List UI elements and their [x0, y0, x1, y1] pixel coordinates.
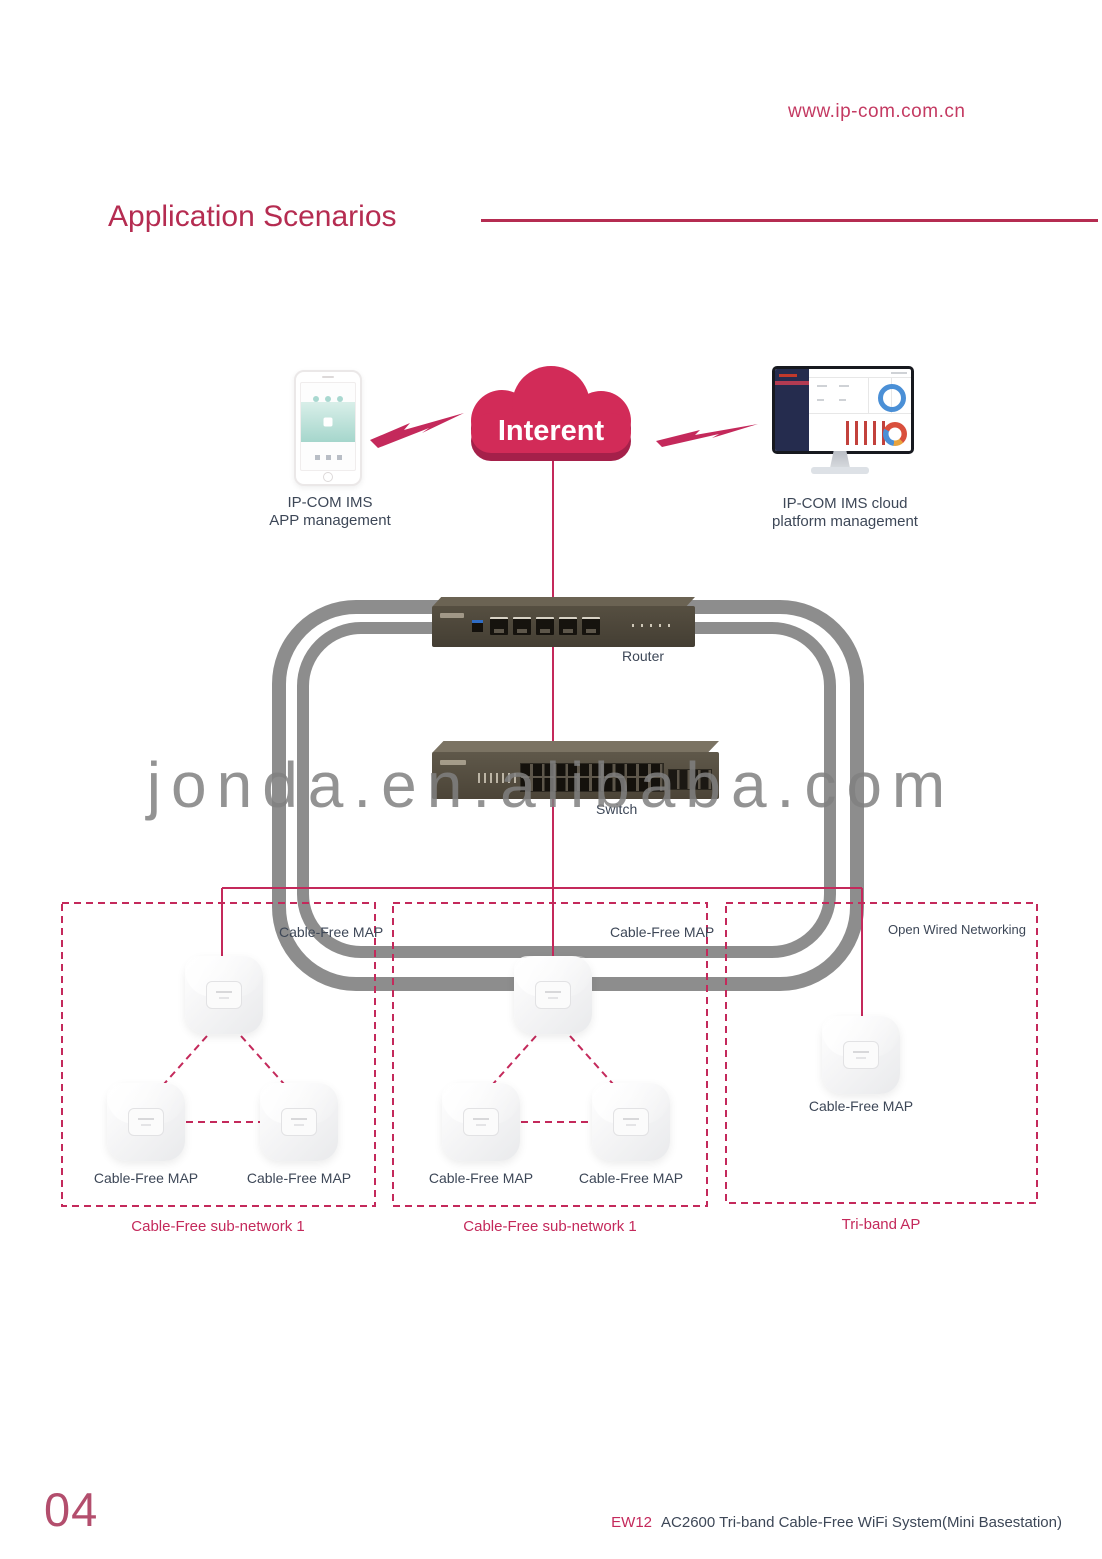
internet-cloud: Interent [471, 366, 631, 461]
monitor-screen [775, 369, 911, 451]
ap-label-plate [128, 1108, 164, 1136]
app-management-line1: IP-COM IMS [287, 494, 373, 511]
phone-main-panel [301, 402, 355, 442]
subnetwork-2-caption: Cable-Free sub-network 1 [463, 1218, 637, 1235]
page-title: Application Scenarios [108, 200, 397, 233]
lightning-bolt-left-icon [370, 413, 464, 448]
platform-management-line2: platform management [772, 513, 918, 530]
watermark-frame-outer [272, 600, 864, 991]
phone-toolbar-icons [301, 447, 355, 465]
cloud-body [471, 366, 631, 453]
dashboard-logo [779, 374, 797, 377]
subnetwork-box-1 [61, 902, 376, 1207]
ap-label-plate [613, 1108, 649, 1136]
phone-app-icons [301, 389, 355, 402]
subnetwork-2-header: Cable-Free MAP [610, 924, 715, 940]
phone-speaker [322, 376, 334, 378]
switch-device [432, 741, 719, 801]
subnetwork-box-2 [392, 902, 708, 1207]
footer-page-number: 04 [44, 1483, 99, 1536]
dashboard-sidebar [775, 369, 809, 451]
switch-front-panel [432, 752, 719, 799]
ap-device [185, 956, 263, 1034]
ap-label-plate [281, 1108, 317, 1136]
ap-device [514, 956, 592, 1034]
platform-management-line1: IP-COM IMS cloud [782, 495, 908, 512]
ap-label-plate [535, 981, 571, 1009]
app-management-label: IP-COM IMS APP management [269, 494, 390, 530]
watermark-frame-inner [297, 622, 836, 958]
ap-label: Cable-Free MAP [428, 1170, 534, 1186]
ap-label: Cable-Free MAP [246, 1170, 352, 1186]
router-logo [440, 613, 464, 618]
switch-logo [440, 760, 466, 765]
monitor-stand-base [811, 467, 869, 474]
cloud-label: Interent [498, 415, 605, 447]
ap-device [260, 1083, 338, 1161]
router-front-panel [432, 606, 695, 647]
subnetwork-3-caption: Tri-band AP [841, 1216, 921, 1233]
phone-device-icon [323, 417, 333, 427]
footer-product: AC2600 Tri-band Cable-Free WiFi System(M… [661, 1514, 1062, 1531]
dashboard-main [809, 369, 911, 451]
footer-model: EW12 [611, 1514, 653, 1531]
sfp-port-block [668, 769, 712, 790]
ethernet-port [582, 617, 600, 635]
ethernet-port-block [520, 763, 664, 792]
app-management-line2: APP management [269, 512, 391, 529]
subnetwork-3-header: Open Wired Networking [888, 922, 1026, 937]
router-label: Router [622, 648, 665, 664]
mesh-link [240, 1035, 285, 1085]
monitor-bezel [772, 366, 914, 454]
ap-label-plate [463, 1108, 499, 1136]
ap-label: Cable-Free MAP [93, 1170, 199, 1186]
subnetwork-1-header: Cable-Free MAP [279, 924, 384, 940]
ethernet-port [490, 617, 508, 635]
phone-home-button [323, 472, 333, 482]
header-url[interactable]: www.ip-com.com.cn [788, 101, 966, 122]
led-indicators [632, 624, 676, 627]
mesh-link [492, 1035, 537, 1085]
monitor-stand-neck [830, 451, 850, 468]
switch-top-panel [432, 741, 719, 753]
donut-chart-blue [878, 384, 906, 412]
ap-device [442, 1083, 520, 1161]
ap-label-plate [843, 1041, 879, 1069]
mesh-link [163, 1035, 208, 1085]
phone-screen [300, 382, 356, 471]
ap-device [592, 1083, 670, 1161]
platform-management-label: IP-COM IMS cloud platform management [772, 495, 918, 531]
ap-device [822, 1016, 900, 1094]
subnetwork-box-3 [725, 902, 1038, 1204]
ethernet-port [536, 617, 554, 635]
footer-product-line: EW12 AC2600 Tri-band Cable-Free WiFi Syst… [611, 1514, 1062, 1531]
ap-label: Cable-Free MAP [578, 1170, 684, 1186]
lightning-bolt-right-icon [656, 424, 758, 447]
phone-illustration [294, 370, 362, 486]
donut-chart-multicolor [883, 422, 907, 446]
ap-label-plate [206, 981, 242, 1009]
monitor-illustration [772, 366, 914, 480]
ethernet-port [559, 617, 577, 635]
mesh-link [569, 1035, 614, 1085]
router-device [432, 597, 695, 648]
dashboard-active-item [775, 381, 809, 385]
bar-chart-red [845, 421, 885, 445]
ap-device [107, 1083, 185, 1161]
title-rule [481, 219, 1098, 222]
switch-label: Switch [596, 801, 638, 817]
router-top-panel [432, 597, 695, 607]
subnetwork-1-caption: Cable-Free sub-network 1 [131, 1218, 305, 1235]
usb-port [472, 620, 483, 632]
ethernet-port [513, 617, 531, 635]
led-indicators [478, 773, 554, 783]
ap-label: Cable-Free MAP [808, 1098, 914, 1114]
